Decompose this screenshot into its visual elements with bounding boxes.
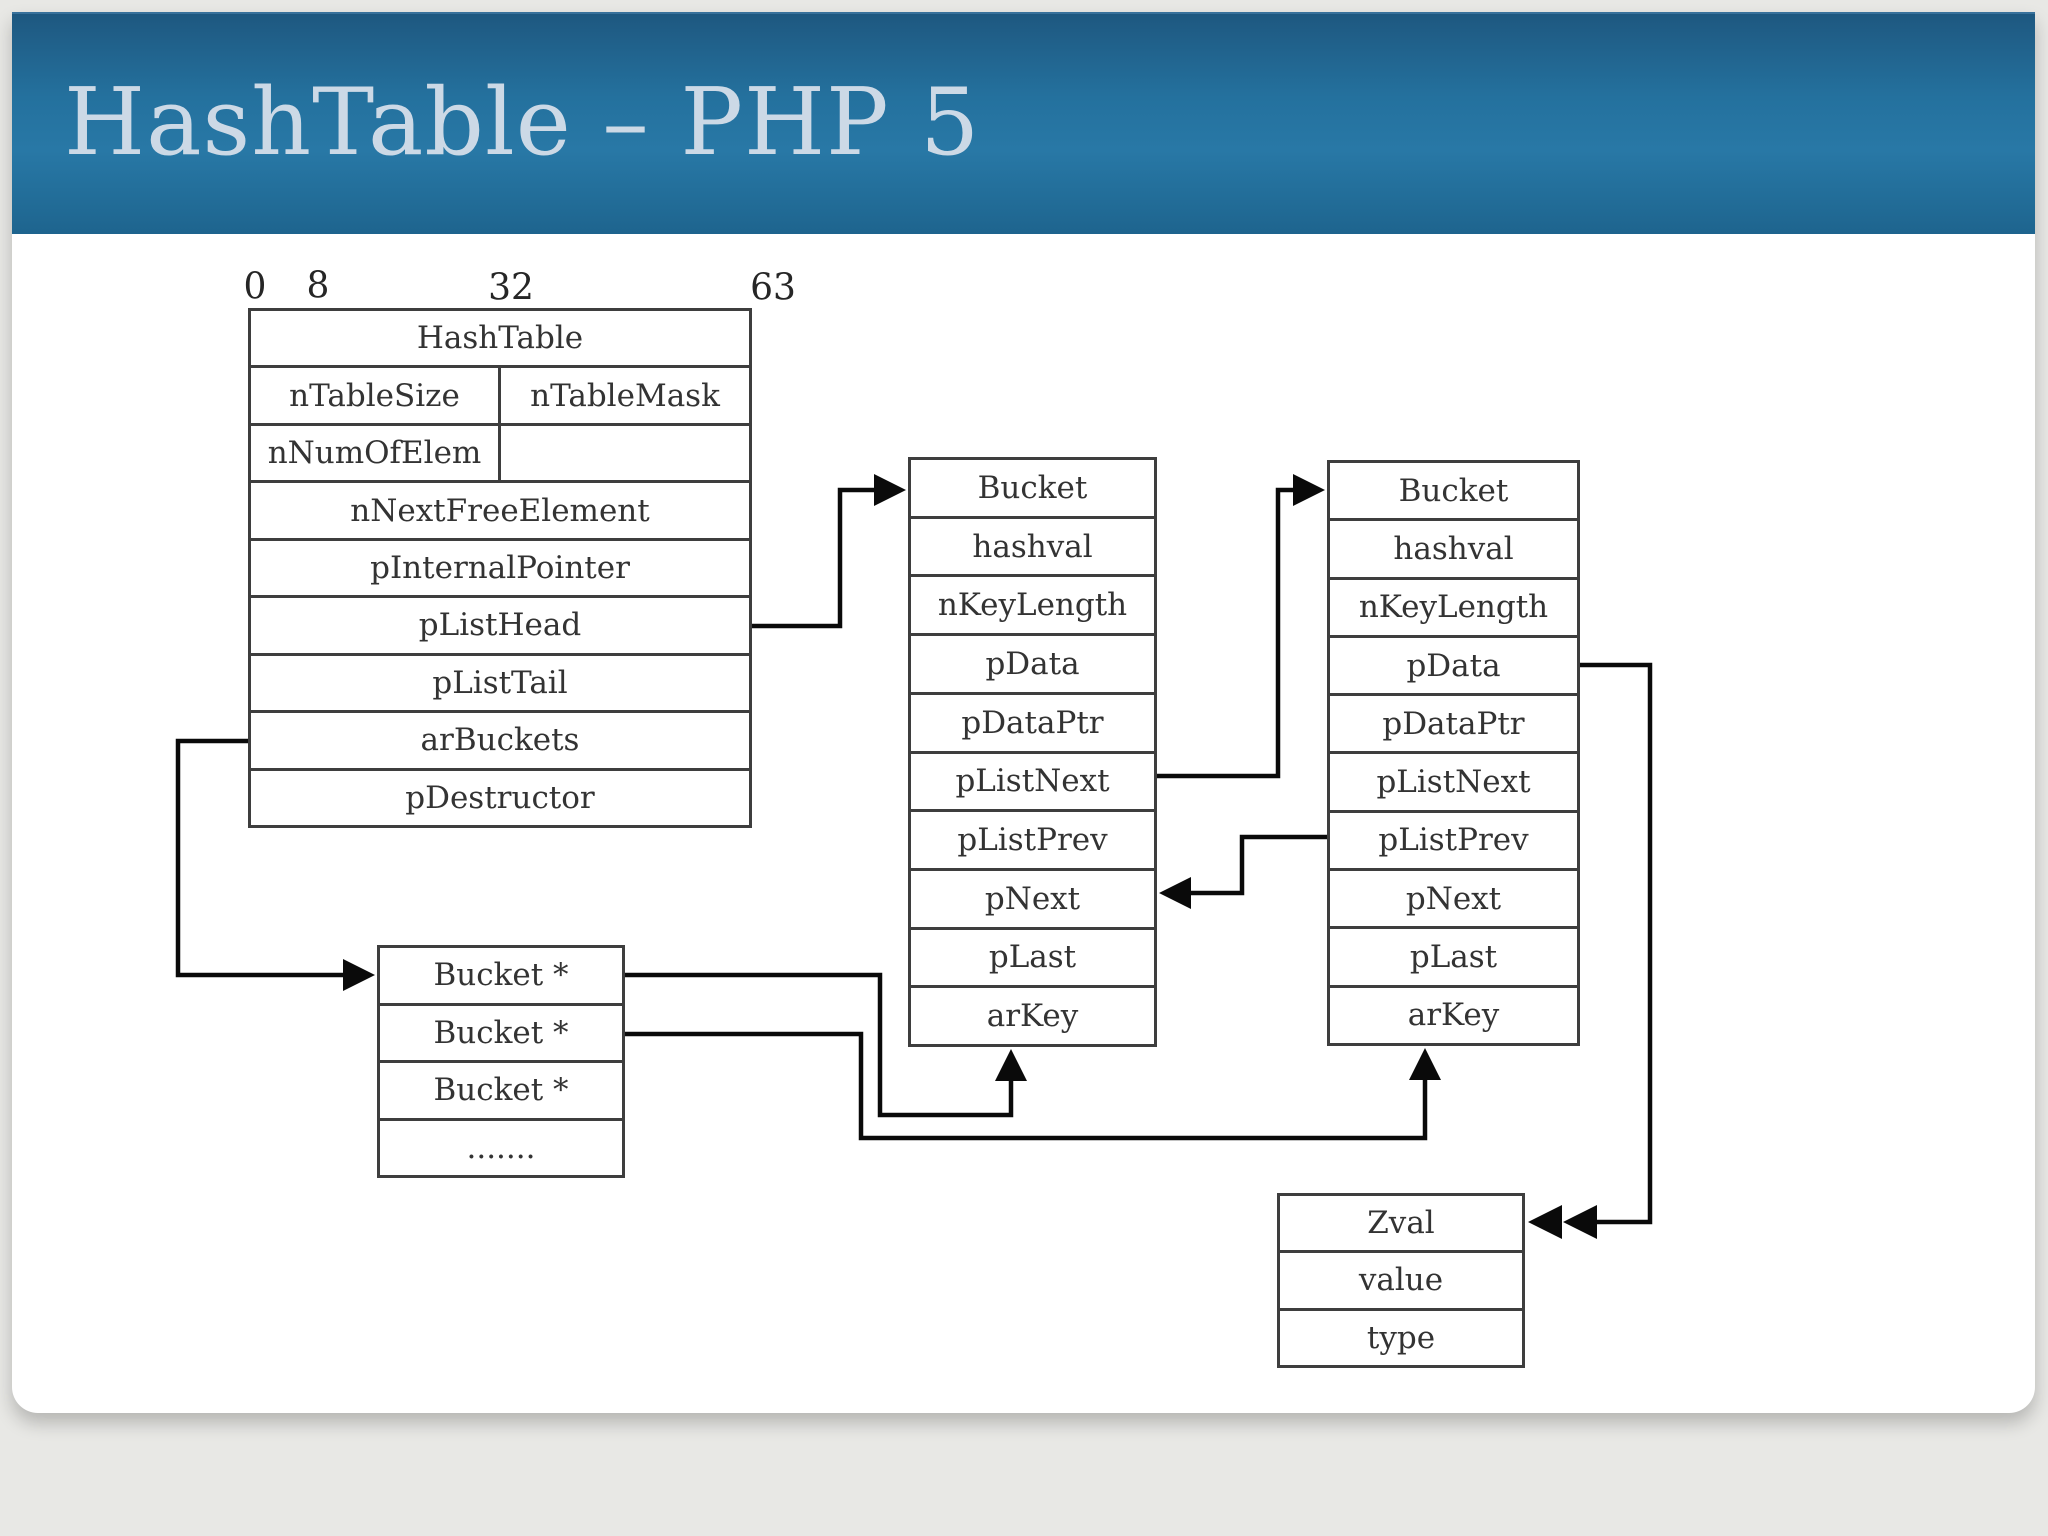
bucket2-field-plistnext: pListNext [1376,764,1531,801]
bucket2-field-arkey: arKey [1407,997,1500,1034]
bucket2-field-pdataptr: pDataPtr [1382,705,1525,742]
bucket1-row-title: Bucket [911,460,1154,516]
bit-label-8: 8 [306,265,330,307]
hashtable-field-nnextfreeelement: nNextFreeElement [350,492,650,529]
arrowhead-pdata-to-zval-1 [1528,1205,1562,1239]
arrow-plisthead-to-bucket1 [752,487,878,629]
bit-label-32: 32 [488,267,534,309]
bucket1-row-hashval: hashval [911,515,1154,575]
buckets-array-box: Bucket * Bucket * Bucket * ....... [377,945,625,1178]
zval-field-value: value [1358,1262,1444,1299]
bucket1-row-pdata: pData [911,633,1154,692]
arrow-plistnext-to-bucket2 [1157,487,1297,779]
bucket1-row-pnext: pNext [911,867,1154,927]
arrowhead-arbuckets-to-array [343,959,375,991]
hashtable-field-ntablemask: nTableMask [498,368,749,423]
bucket1-row-plistnext: pListNext [911,750,1154,810]
zval-row-value: value [1280,1250,1522,1307]
buckets-array-row-1: Bucket * [380,1002,622,1061]
bucket2-field-plast: pLast [1409,939,1498,976]
hashtable-field-plisthead: pListHead [418,607,582,644]
arrowhead-plistprev-to-bucket1 [1159,877,1191,909]
bucket1-field-plast: pLast [988,939,1077,976]
hashtable-struct-box: HashTable nTableSize nTableMask nNumOfEl… [248,308,752,828]
hashtable-field-pinternalpointer: pInternalPointer [370,549,630,586]
bucket2-field-bucket: Bucket [1398,472,1509,509]
bit-label-63: 63 [750,267,796,309]
buckets-array-cell-0: Bucket * [433,957,569,994]
hashtable-field-nnumofelem: nNumOfElem [267,435,482,472]
arrowhead-array0-to-bucket1-arkey [995,1049,1027,1081]
bucket1-field-hashval: hashval [972,528,1093,565]
bucket1-row-pdataptr: pDataPtr [911,691,1154,751]
bucket1-field-pnext: pNext [984,880,1081,917]
bucket2-field-nkeylength: nKeyLength [1358,589,1549,626]
hashtable-row-pdestructor: pDestructor [251,767,749,825]
bucket1-field-arkey: arKey [986,998,1079,1035]
bucket1-field-nkeylength: nKeyLength [937,587,1128,624]
bucket1-row-nkeylength: nKeyLength [911,574,1154,633]
bucket1-row-plast: pLast [911,926,1154,986]
bucket1-row-plistprev: pListPrev [911,809,1154,868]
arrowhead-plisthead-to-bucket1 [874,474,906,506]
buckets-array-cell-1: Bucket * [433,1014,569,1051]
hashtable-field-ntablesize: nTableSize [289,377,460,414]
hashtable-row-numofelem: nNumOfElem [251,422,749,481]
hashtable-row-size-mask: nTableSize nTableMask [251,365,749,423]
hashtable-row-plisthead: pListHead [251,595,749,652]
bucket2-row-plistprev: pListPrev [1330,809,1577,868]
bucket2-row-arkey: arKey [1330,984,1577,1043]
bucket1-field-bucket: Bucket [977,469,1088,506]
bucket2-row-nkeylength: nKeyLength [1330,576,1577,635]
bucket1-field-plistnext: pListNext [955,763,1110,800]
zval-row-title: Zval [1280,1196,1522,1250]
arrowhead-array1-to-bucket2-arkey [1409,1048,1441,1080]
arrow-plistprev-to-bucket1 [1187,834,1327,896]
bucket1-field-plistprev: pListPrev [957,822,1108,859]
buckets-array-row-2: Bucket * [380,1060,622,1118]
arrow-pdata-to-zval [1580,662,1653,1225]
bucket2-field-pnext: pNext [1405,880,1502,917]
slide-header-band: HashTable – PHP 5 [12,12,2035,234]
arrow-array1-to-bucket2-arkey [625,1031,1428,1141]
bucket2-struct-box: Bucket hashval nKeyLength pData pDataPtr… [1327,460,1580,1046]
bucket2-row-plistnext: pListNext [1330,751,1577,809]
buckets-array-cell-ellipsis: ....... [466,1129,536,1166]
zval-struct-box: Zval value type [1277,1193,1525,1368]
hashtable-field-empty [498,425,749,481]
bucket2-row-title: Bucket [1330,463,1577,518]
hashtable-row-arbuckets: arBuckets [251,710,749,767]
buckets-array-row-ellipsis: ....... [380,1117,622,1176]
bucket2-row-pnext: pNext [1330,868,1577,926]
buckets-array-cell-2: Bucket * [433,1072,569,1109]
hashtable-field-hashtable: HashTable [416,320,584,357]
hashtable-row-pinternalpointer: pInternalPointer [251,537,749,595]
hashtable-field-arbuckets: arBuckets [420,722,580,759]
bucket2-row-pdataptr: pDataPtr [1330,693,1577,751]
bucket1-field-pdataptr: pDataPtr [961,704,1104,741]
zval-field-zval: Zval [1367,1205,1435,1242]
hashtable-field-plisttail: pListTail [432,664,568,701]
buckets-array-row-0: Bucket * [380,948,622,1003]
bucket2-field-plistprev: pListPrev [1378,822,1529,859]
hashtable-field-pdestructor: pDestructor [405,779,595,816]
bucket2-row-pdata: pData [1330,634,1577,693]
arrowhead-pdata-to-zval-2 [1563,1205,1597,1239]
zval-row-type: type [1280,1307,1522,1365]
zval-field-type: type [1366,1319,1436,1356]
bucket1-field-pdata: pData [985,645,1080,682]
slide-title: HashTable – PHP 5 [64,67,981,176]
bucket2-field-hashval: hashval [1393,530,1514,567]
hashtable-row-title: HashTable [251,311,749,365]
arrowhead-plistnext-to-bucket2 [1293,474,1325,506]
bucket1-struct-box: Bucket hashval nKeyLength pData pDataPtr… [908,457,1157,1047]
bit-label-0: 0 [243,266,267,308]
hashtable-row-plisttail: pListTail [251,652,749,710]
bucket2-row-hashval: hashval [1330,518,1577,576]
hashtable-row-nnextfreeelement: nNextFreeElement [251,480,749,537]
bucket2-row-plast: pLast [1330,926,1577,984]
bucket2-field-pdata: pData [1406,647,1501,684]
bucket1-row-arkey: arKey [911,985,1154,1044]
